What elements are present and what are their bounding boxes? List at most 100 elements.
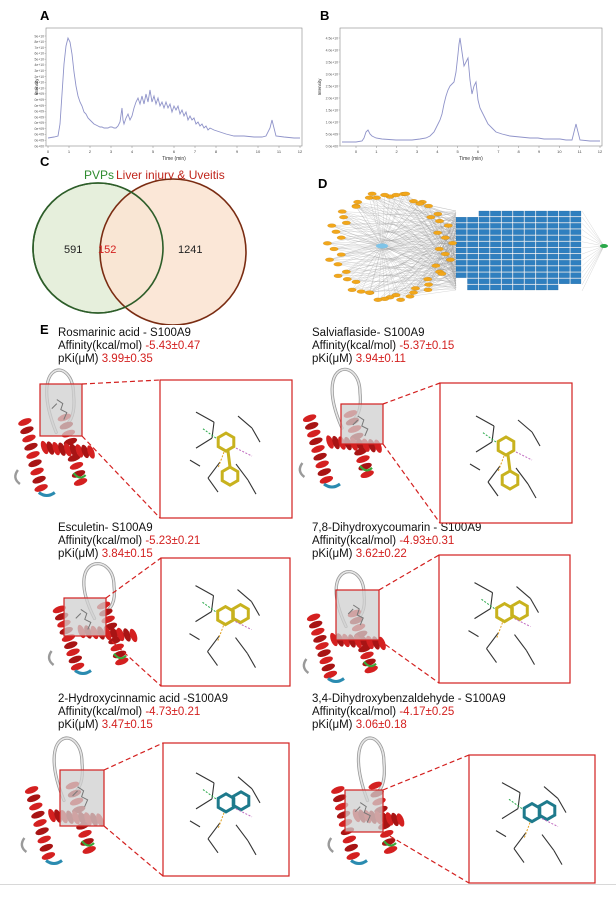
target-node — [478, 253, 490, 260]
docking-figure-5 — [20, 736, 290, 877]
network-edge — [372, 193, 383, 247]
zoom-connector — [105, 635, 162, 687]
target-node — [524, 235, 536, 241]
network-edge — [334, 248, 457, 273]
target-node — [501, 272, 513, 278]
docking-5-pki-label: pKi(μM) — [58, 719, 99, 731]
compound-node — [323, 241, 332, 246]
helix-segment — [354, 447, 368, 456]
helix-segment — [305, 422, 319, 430]
zoom-connector — [103, 742, 164, 771]
helix-segment — [317, 649, 331, 657]
target-node — [570, 253, 582, 260]
compound-node — [337, 209, 347, 214]
network-edge — [342, 211, 457, 280]
helix-segment — [20, 426, 34, 435]
y-tick-label: 1.7e+10 — [34, 46, 44, 50]
network-edge — [335, 212, 457, 232]
protein-coil — [298, 462, 306, 478]
target-node — [501, 253, 513, 260]
target-node — [478, 210, 490, 217]
compound-node — [448, 241, 457, 246]
footer-rule — [0, 884, 616, 885]
network-edge — [581, 245, 605, 279]
network-edge — [361, 245, 383, 292]
zoom-connector — [382, 382, 441, 405]
ligand — [354, 802, 371, 823]
network-edge — [581, 245, 605, 267]
y-tick-label: 7.0e+09 — [34, 104, 44, 108]
target-node — [524, 247, 536, 254]
network-edge — [346, 271, 457, 283]
network-edge — [381, 220, 440, 247]
docking-2-name: Salviaflaside- S100A9 — [312, 327, 425, 339]
ligand-ring — [231, 790, 251, 812]
target-node — [490, 223, 501, 229]
compound-node — [380, 192, 389, 198]
target-node — [570, 210, 582, 217]
docking-3-pki-label: pKi(μM) — [58, 548, 99, 560]
network-edge — [384, 194, 457, 230]
helix-segment — [30, 467, 44, 476]
helix-segment — [313, 452, 327, 461]
venn-diagram: PVPs Liver injury & Uveitis 591 152 1241 — [32, 168, 247, 325]
network-edge — [372, 193, 457, 235]
ligand-ring — [220, 465, 240, 487]
target-node — [478, 241, 490, 248]
target-node — [524, 223, 536, 229]
helix-segment — [64, 641, 78, 649]
docking-4-pki-label: pKi(μM) — [312, 548, 353, 560]
network-edge — [338, 236, 457, 276]
helix-segment — [34, 484, 48, 492]
docking-figure-3 — [47, 557, 291, 687]
network-edge — [338, 213, 457, 276]
venn-left-label: PVPs — [84, 168, 114, 182]
strand — [359, 465, 373, 472]
network-edge — [381, 245, 411, 297]
network-edge — [437, 213, 457, 226]
network-edge — [381, 245, 391, 298]
helix-segment — [39, 843, 53, 852]
x-tick-label: 2 — [396, 149, 399, 154]
helix-segment — [67, 453, 82, 462]
network-edge — [357, 201, 383, 247]
network-edge — [341, 222, 457, 255]
hub-node — [376, 243, 388, 249]
compound-node — [409, 199, 418, 204]
target-node — [536, 235, 547, 241]
target-node — [558, 266, 570, 272]
docking-2-pki: 3.94±0.11 — [355, 353, 406, 365]
network-edge — [381, 245, 429, 285]
helix-segment — [63, 443, 72, 457]
network-edge — [410, 289, 457, 297]
helix-segment — [108, 636, 122, 645]
panel-letter-d: D — [318, 176, 328, 191]
network-edge — [389, 272, 457, 298]
helix-segment — [326, 435, 334, 449]
target-node — [513, 241, 524, 248]
compound-node — [347, 287, 357, 292]
network-edge — [381, 232, 438, 247]
helix-segment — [58, 442, 66, 456]
zoom-box — [162, 742, 290, 877]
compound-node — [440, 235, 450, 240]
helix-segment — [28, 459, 42, 468]
compound-node — [401, 191, 411, 196]
docking-label-3: Esculetin- S100A9 Affinity(kcal/mol) -5.… — [58, 522, 200, 561]
compound-node — [431, 263, 441, 268]
docking-label-5: 2-Hydroxycinnamic acid -S100A9 Affinity(… — [58, 693, 228, 732]
binding-site-box — [344, 789, 384, 833]
target-node — [524, 278, 536, 284]
x-tick-label: 12 — [598, 149, 603, 154]
ligand-chain — [506, 454, 512, 472]
target-node — [513, 210, 524, 217]
x-tick-label: 11 — [277, 149, 282, 154]
target-node — [570, 247, 582, 254]
compound-node — [336, 252, 346, 257]
network-edge — [327, 243, 457, 280]
zoom-connector — [378, 639, 440, 684]
docking-6-pki-label: pKi(μM) — [312, 719, 353, 731]
helix-segment — [360, 470, 374, 479]
helix-segment — [342, 835, 357, 844]
compound-node — [424, 282, 433, 287]
